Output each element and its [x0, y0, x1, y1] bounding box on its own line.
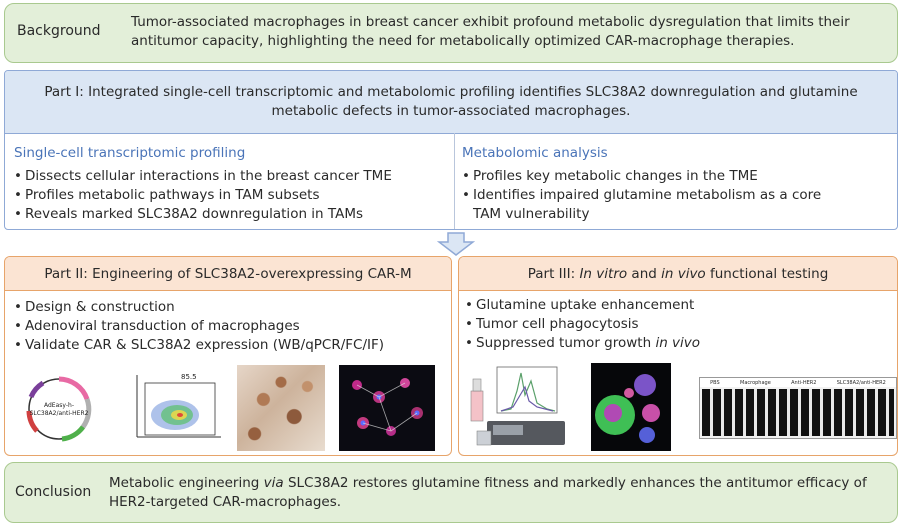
plasmid-label-line2: SLC38A2/anti-HER2 — [30, 410, 89, 417]
part2-list: Design & construction Adenoviral transdu… — [14, 298, 444, 355]
list-item-text: Suppressed tumor growth — [476, 335, 656, 351]
part3-panel: Part III: In vitro and in vivo functiona… — [458, 256, 898, 456]
ivis-group-header: PBS Macrophage Anti-HER2 SLC38A2/anti-HE… — [700, 378, 896, 387]
list-item: Profiles key metabolic changes in the TM… — [462, 167, 842, 186]
background-label: Background — [17, 23, 101, 39]
list-item: Identifies impaired glutamine metabolism… — [462, 186, 842, 224]
conclusion-text-suffix: SLC38A2 restores glutamine fitness and m… — [109, 475, 871, 510]
ivis-group-label: Macrophage — [740, 379, 771, 386]
part3-title-in-vivo: in vivo — [661, 265, 706, 282]
list-item: Adenoviral transduction of macrophages — [14, 317, 444, 336]
ivis-group-label: PBS — [710, 379, 720, 386]
list-item: Validate CAR & SLC38A2 expression (WB/qP… — [14, 336, 444, 355]
conclusion-panel: Conclusion Metabolic engineering via SLC… — [4, 462, 898, 523]
list-item: Tumor cell phagocytosis — [465, 315, 885, 334]
part3-title-prefix: Part III: — [527, 265, 576, 282]
part3-title-and: and — [627, 265, 662, 282]
ivis-mouse-images — [702, 389, 894, 436]
in-vivo-imaging-panel: PBS Macrophage Anti-HER2 SLC38A2/anti-HE… — [699, 377, 897, 439]
list-item: Suppressed tumor growth in vivo — [465, 334, 885, 353]
transcriptomic-list: Dissects cellular interactions in the br… — [14, 167, 444, 224]
list-item-emphasis: in vivo — [655, 335, 701, 351]
conclusion-text: Metabolic engineering via SLC38A2 restor… — [109, 474, 879, 512]
conclusion-text-prefix: Metabolic engineering — [109, 475, 264, 491]
list-item: Reveals marked SLC38A2 downregulation in… — [14, 205, 444, 224]
phagocytosis-image — [591, 363, 671, 451]
immunofluorescence-image — [339, 365, 435, 451]
plasmid-map-image: AdEasy-h- SLC38A2/anti-HER2 — [26, 376, 92, 442]
flow-cytometry-plot-image: 85.5 — [136, 373, 221, 438]
background-panel: Background Tumor-associated macrophages … — [4, 3, 898, 63]
flow-percent-label: 85.5 — [181, 373, 197, 381]
part1-title: Part I: Integrated single-cell transcrip… — [5, 71, 897, 134]
part3-title-in-vitro: In vitro — [579, 265, 628, 282]
transcriptomic-heading: Single-cell transcriptomic profiling — [14, 145, 246, 161]
metabolomic-list: Profiles key metabolic changes in the TM… — [462, 167, 842, 224]
list-item: Glutamine uptake enhancement — [465, 296, 885, 315]
plasmid-label-line1: AdEasy-h- — [44, 402, 74, 409]
ivis-group-label: SLC38A2/anti-HER2 — [836, 379, 886, 386]
part1-divider — [454, 133, 455, 229]
ivis-group-label: Anti-HER2 — [791, 379, 817, 386]
background-text: Tumor-associated macrophages in breast c… — [131, 14, 850, 49]
list-item: Design & construction — [14, 298, 444, 317]
conclusion-label: Conclusion — [15, 484, 92, 500]
part3-title-suffix: functional testing — [705, 265, 829, 282]
ihc-stain-image — [237, 365, 325, 451]
list-item: Profiles metabolic pathways in TAM subse… — [14, 186, 444, 205]
part1-panel: Part I: Integrated single-cell transcrip… — [4, 70, 898, 230]
down-arrow-icon — [437, 232, 475, 256]
part3-title: Part III: In vitro and in vivo functiona… — [459, 257, 897, 291]
part2-panel: Part II: Engineering of SLC38A2-overexpr… — [4, 256, 452, 456]
list-item: Dissects cellular interactions in the br… — [14, 167, 444, 186]
glutamine-uptake-assay-image — [470, 366, 565, 446]
part2-title: Part II: Engineering of SLC38A2-overexpr… — [5, 257, 451, 291]
conclusion-text-emphasis: via — [263, 475, 284, 491]
metabolomic-heading: Metabolomic analysis — [462, 145, 608, 161]
part3-list: Glutamine uptake enhancement Tumor cell … — [465, 296, 885, 353]
